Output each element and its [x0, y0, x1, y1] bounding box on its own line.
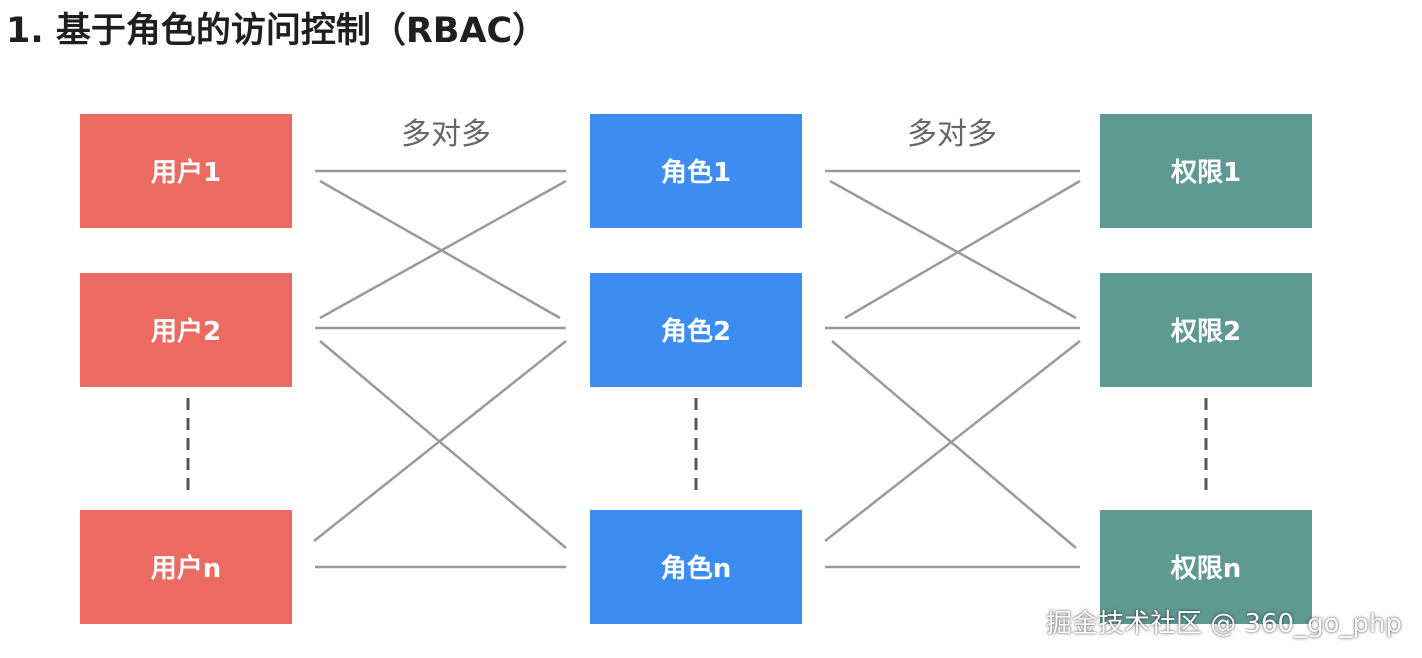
link-role2-permn: [831, 340, 1077, 549]
connections-role-permission: [824, 169, 1081, 569]
permission-label-n: 权限n: [1170, 554, 1242, 584]
user-box-n: [80, 510, 292, 624]
link-role1-perm2: [829, 179, 1077, 320]
link-user2-rolen: [319, 340, 567, 549]
role-box-2: [590, 273, 802, 387]
permission-label-1: 权限1: [1170, 158, 1241, 188]
user-box-2: [80, 273, 292, 387]
role-column: 角色1 角色2 角色n: [590, 114, 802, 624]
role-label-2: 角色2: [661, 316, 731, 347]
connections-user-role: [313, 169, 567, 569]
permission-box-1: [1100, 114, 1312, 228]
permission-box-2: [1100, 273, 1312, 387]
role-box-1: [590, 114, 802, 228]
link-rolen-perm2: [824, 340, 1081, 542]
user-label-n: 用户n: [151, 553, 222, 584]
relation-label-user-role: 多对多: [401, 117, 491, 152]
user-column: 用户1 用户2 用户n: [80, 114, 292, 624]
user-box-1: [80, 114, 292, 228]
role-label-1: 角色1: [661, 157, 731, 188]
link-user2-role1: [319, 179, 567, 320]
user-label-2: 用户2: [151, 316, 221, 347]
permission-box-n: [1100, 510, 1312, 624]
role-box-n: [590, 510, 802, 624]
relation-label-role-permission: 多对多: [907, 117, 997, 152]
permission-column: 权限1 权限2 权限n: [1100, 114, 1312, 624]
link-role2-perm1: [844, 179, 1081, 320]
link-usern-role2: [313, 340, 567, 542]
page-title: 1. 基于角色的访问控制（RBAC）: [6, 11, 548, 51]
ellipsis-dashes: [186, 398, 1208, 498]
link-user1-role2: [319, 179, 561, 320]
permission-label-2: 权限2: [1170, 317, 1241, 347]
watermark: 掘金技术社区 @ 360_go_php: [1045, 609, 1402, 639]
role-label-n: 角色n: [661, 553, 732, 584]
user-label-1: 用户1: [151, 157, 221, 188]
